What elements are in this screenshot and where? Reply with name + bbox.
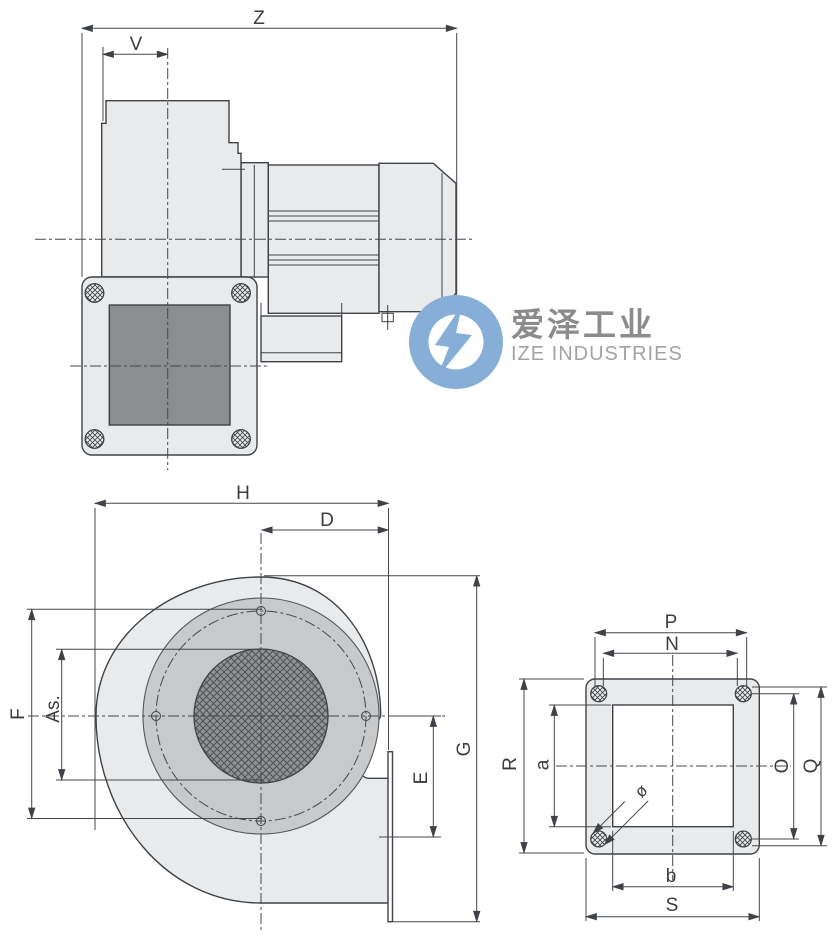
motor-end-cap (378, 162, 457, 313)
front-view: H D F As. E G (8, 483, 481, 931)
dim-P: P (593, 612, 748, 688)
dim-G: G (264, 574, 481, 923)
brand-name-cn: 爱泽工业 (511, 305, 655, 344)
bolt-hole (734, 685, 752, 703)
flange-bolt-holes (84, 283, 251, 449)
flange-view: P N R a O Q (500, 612, 827, 921)
dim-V: V (101, 34, 169, 121)
dim-label-Z: Z (253, 8, 265, 29)
dim-label-E: E (411, 772, 432, 785)
dim-label-G: G (454, 742, 475, 757)
dim-Z: Z (80, 8, 458, 300)
dim-H: H (93, 483, 390, 830)
dim-label-F: F (8, 708, 29, 720)
dim-D: D (260, 510, 390, 534)
dim-label-P: P (665, 612, 678, 633)
watermark: 爱泽工业 IZE INDUSTRIES (409, 295, 683, 389)
bolt-hole (590, 685, 608, 703)
dim-O: O (752, 692, 799, 841)
logo-bolt-shape (435, 305, 472, 378)
dim-E: E (379, 714, 441, 839)
dim-label-As: As. (43, 695, 64, 722)
dim-label-S: S (666, 895, 679, 916)
dim-label-V: V (130, 34, 143, 55)
fan-housing-side (101, 100, 242, 278)
bolt-hole (734, 830, 752, 848)
bolt-hole (84, 283, 105, 303)
dim-label-O: O (772, 759, 793, 774)
dim-N: N (602, 634, 739, 686)
dim-label-Q: Q (801, 759, 822, 774)
dim-label-b: b (666, 866, 677, 887)
dim-Q: Q (752, 685, 827, 847)
motor-shaft-end (381, 305, 394, 330)
motor-cooling-fins (269, 210, 379, 266)
side-view: Z V (35, 8, 473, 470)
ize-logo-icon (409, 295, 503, 389)
bolt-hole (84, 429, 105, 449)
dim-As: As. (43, 648, 262, 782)
flange-bolt-holes (590, 685, 752, 848)
dim-label-D: D (320, 510, 334, 531)
dim-R: R (500, 677, 584, 855)
bolt-hole (231, 429, 251, 449)
terminal-box (260, 303, 343, 363)
dim-F: F (8, 608, 262, 820)
outlet-opening-square (108, 304, 231, 426)
dim-label-R: R (500, 757, 521, 771)
dim-label-a: a (533, 759, 554, 770)
brand-name-en: IZE INDUSTRIES (511, 343, 683, 365)
dim-label-N: N (665, 634, 679, 655)
dim-label-H: H (236, 483, 250, 504)
dim-S: S (584, 858, 761, 921)
bolt-hole (231, 283, 251, 303)
